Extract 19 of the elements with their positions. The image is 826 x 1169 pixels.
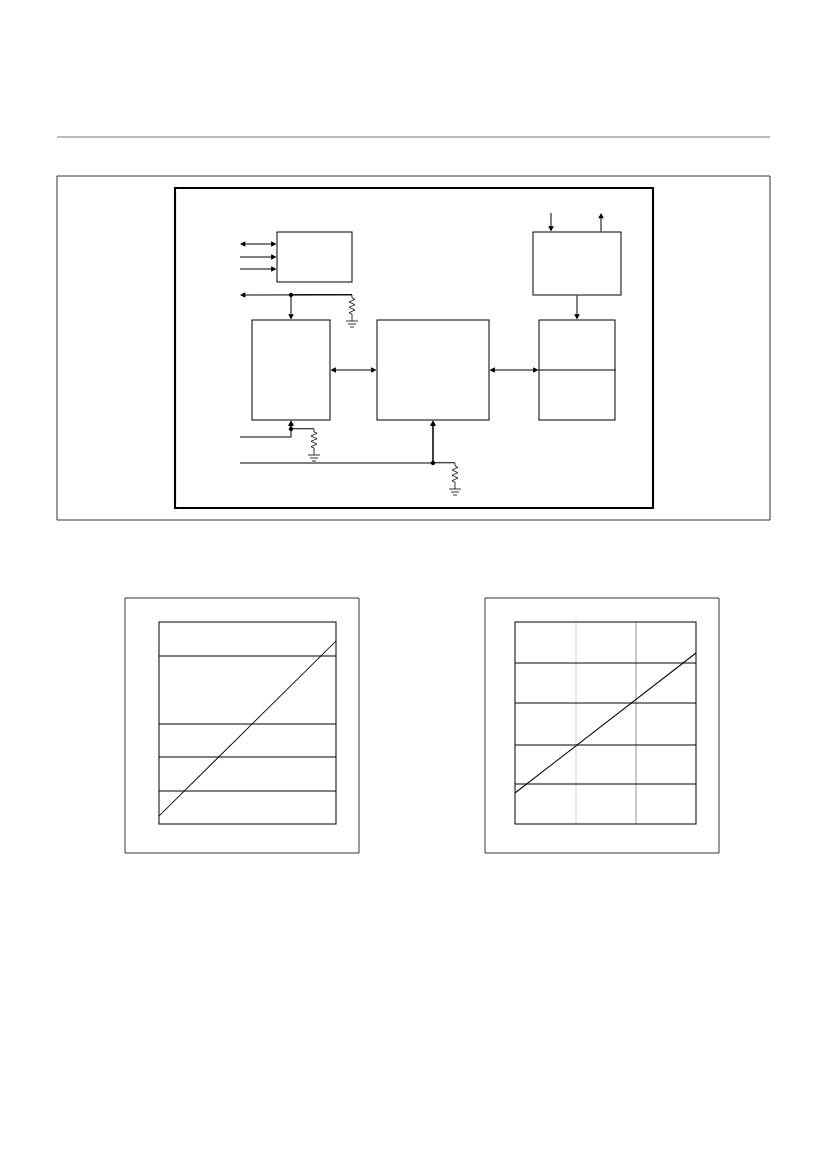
block-box <box>376 319 490 421</box>
arrow <box>574 295 580 319</box>
arrow <box>239 266 276 272</box>
resistor-symbol <box>307 428 321 462</box>
block-box <box>251 319 331 421</box>
resistor-symbol <box>345 294 359 328</box>
double-arrow <box>490 367 538 373</box>
double-arrow <box>240 241 276 247</box>
double-arrow <box>331 367 376 373</box>
arrow <box>288 421 315 430</box>
arrow <box>239 254 276 260</box>
block-box <box>538 319 616 421</box>
arrow <box>598 213 604 232</box>
block-box <box>532 231 622 296</box>
arrow <box>288 294 353 319</box>
arrow <box>430 421 456 464</box>
block-box <box>276 231 353 283</box>
arrow <box>548 212 554 231</box>
resistor-symbol <box>448 462 462 496</box>
